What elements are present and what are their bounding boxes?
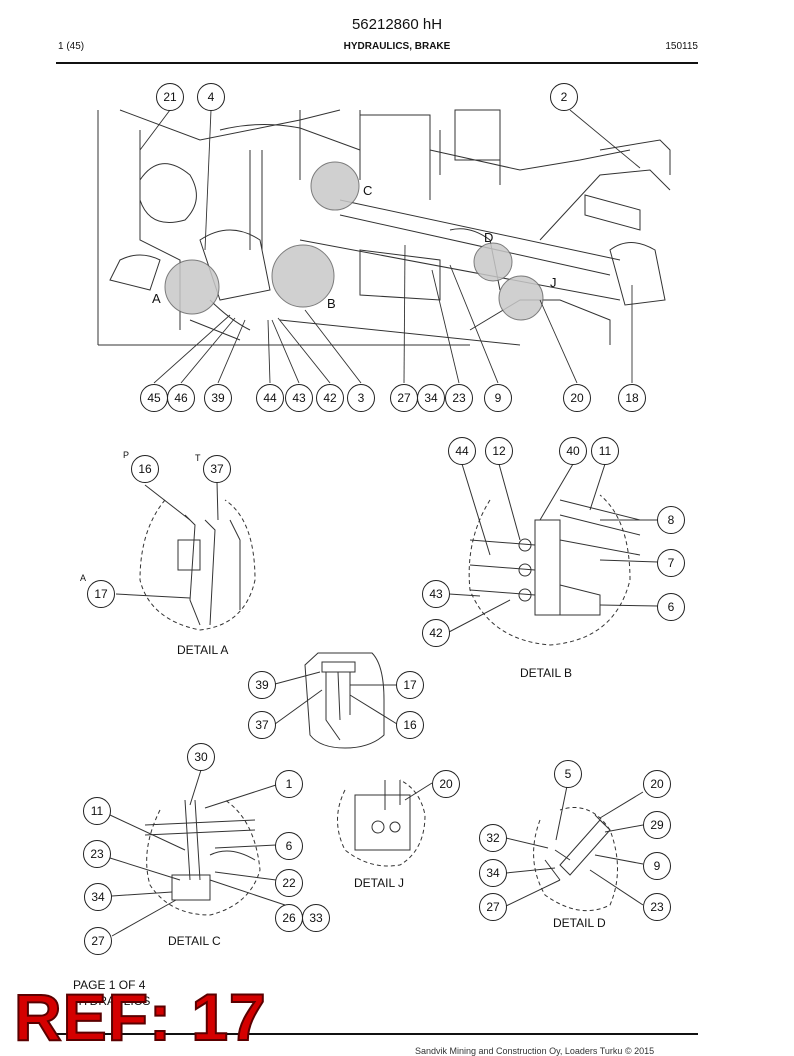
callout-23: 23: [445, 384, 473, 412]
callout-5: 5: [554, 760, 582, 788]
callout-32: 32: [479, 824, 507, 852]
callout-27: 27: [390, 384, 418, 412]
callout-34: 34: [84, 883, 112, 911]
callout-44: 44: [256, 384, 284, 412]
callout-45: 45: [140, 384, 168, 412]
detail-c-title: DETAIL C: [168, 934, 221, 948]
callout-37: 37: [203, 455, 231, 483]
page-index: 1 (45): [58, 41, 85, 52]
callout-43: 43: [285, 384, 313, 412]
port-label-p: P: [123, 450, 130, 460]
callout-16: 16: [131, 455, 159, 483]
area-label-d: D: [484, 230, 494, 245]
header-rule: [56, 62, 698, 64]
callout-30: 30: [187, 743, 215, 771]
callout-17: 17: [87, 580, 115, 608]
callout-2: 2: [550, 83, 578, 111]
callout-20: 20: [643, 770, 671, 798]
detail-b-title: DETAIL B: [520, 666, 573, 680]
callout-6: 6: [275, 832, 303, 860]
callout-42: 42: [316, 384, 344, 412]
document-number: 56212860 hH: [351, 16, 443, 33]
ref-stamp: REF: 17: [13, 980, 267, 1054]
callout-12: 12: [485, 437, 513, 465]
callout-39: 39: [248, 671, 276, 699]
callout-11: 11: [83, 797, 111, 825]
callout-3: 3: [347, 384, 375, 412]
footer-page-of: PAGE 1 OF 4: [73, 978, 146, 992]
callout-26: 26: [275, 904, 303, 932]
callout-4: 4: [197, 83, 225, 111]
area-label-c: C: [363, 183, 373, 198]
callout-6: 6: [657, 593, 685, 621]
section-title: HYDRAULICS, BRAKE: [343, 41, 451, 52]
callout-17: 17: [396, 671, 424, 699]
callout-27: 27: [479, 893, 507, 921]
callout-9: 9: [484, 384, 512, 412]
detail-j-title: DETAIL J: [354, 876, 405, 890]
callout-44: 44: [448, 437, 476, 465]
callout-20: 20: [432, 770, 460, 798]
callout-29: 29: [643, 811, 671, 839]
callout-43: 43: [422, 580, 450, 608]
callout-27: 27: [84, 927, 112, 955]
footer-copyright: Sandvik Mining and Construction Oy, Load…: [415, 1046, 655, 1056]
area-label-a: A: [152, 291, 161, 306]
detail-d-title: DETAIL D: [553, 916, 606, 930]
callout-18: 18: [618, 384, 646, 412]
callout-46: 46: [167, 384, 195, 412]
revision-code: 150115: [665, 41, 698, 52]
callout-8: 8: [657, 506, 685, 534]
callout-7: 7: [657, 549, 685, 577]
callout-37: 37: [248, 711, 276, 739]
area-label-b: B: [327, 296, 336, 311]
port-label-a: A: [80, 573, 87, 583]
callout-16: 16: [396, 711, 424, 739]
callout-23: 23: [83, 840, 111, 868]
callout-23: 23: [643, 893, 671, 921]
port-label-t: T: [195, 453, 201, 463]
footer-section: HYDRAULICS: [73, 994, 151, 1008]
detail-a-title: DETAIL A: [177, 643, 229, 657]
callout-39: 39: [204, 384, 232, 412]
area-label-j: J: [550, 275, 557, 290]
callout-22: 22: [275, 869, 303, 897]
callout-11: 11: [591, 437, 619, 465]
callout-1: 1: [275, 770, 303, 798]
callout-33: 33: [302, 904, 330, 932]
callout-40: 40: [559, 437, 587, 465]
callout-34: 34: [479, 859, 507, 887]
callout-21: 21: [156, 83, 184, 111]
callout-20: 20: [563, 384, 591, 412]
callout-42: 42: [422, 619, 450, 647]
callout-34: 34: [417, 384, 445, 412]
callout-9: 9: [643, 852, 671, 880]
